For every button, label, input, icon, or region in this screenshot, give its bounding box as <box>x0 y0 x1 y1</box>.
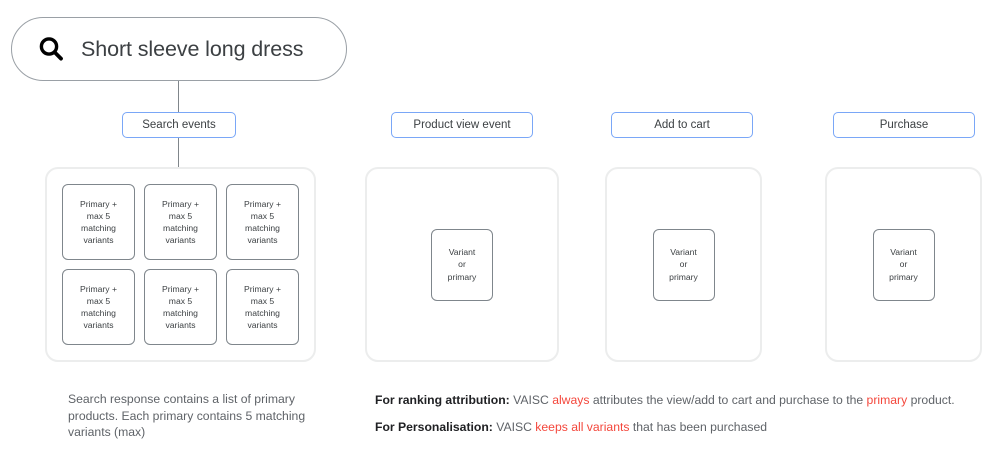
primary-card-line1: Primary + <box>243 198 281 209</box>
primary-card-line2: max 5 <box>168 210 193 221</box>
variant-card-line1: Variant <box>890 247 917 258</box>
primary-card-line4: variants <box>165 235 196 246</box>
primary-card: Primary + max 5 matching variants <box>62 184 135 260</box>
primary-card-line4: variants <box>83 235 114 246</box>
search-icon <box>36 34 66 64</box>
note-ranking-part1: VAISC <box>509 393 553 407</box>
primary-card: Primary + max 5 matching variants <box>144 269 217 345</box>
primary-card-line2: max 5 <box>250 210 275 221</box>
primary-card-grid: Primary + max 5 matching variants Primar… <box>47 169 314 360</box>
panel-search-events: Primary + max 5 matching variants Primar… <box>45 167 316 362</box>
primary-card: Primary + max 5 matching variants <box>226 269 299 345</box>
note-ranking-highlight-always: always <box>552 393 590 407</box>
primary-card-line4: variants <box>83 320 114 331</box>
primary-card-line3: matching <box>81 308 116 318</box>
variant-card-line3: primary <box>669 271 698 282</box>
variant-card-line2: or <box>458 259 466 270</box>
primary-card-line3: matching <box>81 223 116 233</box>
variant-card-line3: primary <box>447 271 477 282</box>
note-ranking-attribution: For ranking attribution: VAISC always at… <box>375 392 990 408</box>
primary-card: Primary + max 5 matching variants <box>226 184 299 260</box>
variant-card-line2: or <box>899 259 908 270</box>
note-personalisation: For Personalisation: VAISC keeps all var… <box>375 419 990 435</box>
primary-card-line3: matching <box>163 223 198 233</box>
search-query-text: Short sleeve long dress <box>81 36 304 61</box>
primary-card-line4: variants <box>247 235 278 246</box>
note-personalisation-label: For Personalisation: <box>375 420 493 434</box>
variant-card: Variant or primary <box>652 228 715 301</box>
primary-card: Primary + max 5 matching variants <box>62 269 135 345</box>
primary-card-line1: Primary + <box>161 283 199 294</box>
note-ranking-label: For ranking attribution: <box>375 393 510 407</box>
primary-card-line2: max 5 <box>86 210 111 221</box>
primary-card-line4: variants <box>247 320 278 331</box>
primary-card-line1: Primary + <box>161 198 199 209</box>
stage-label-purchase[interactable]: Purchase <box>833 112 975 138</box>
note-ranking-highlight-primary: primary <box>866 393 908 407</box>
primary-card-line4: variants <box>165 320 196 331</box>
stage-label-product-view-event[interactable]: Product view event <box>391 112 533 138</box>
caption-search-response: Search response contains a list of prima… <box>68 392 306 439</box>
variant-card-line1: Variant <box>670 247 697 258</box>
primary-card-line2: max 5 <box>250 295 275 306</box>
note-personalisation-part2: that has been purchased <box>629 420 768 434</box>
search-bar[interactable]: Short sleeve long dress <box>11 17 347 81</box>
notes-block: For ranking attribution: VAISC always at… <box>375 392 990 446</box>
primary-card-line2: max 5 <box>86 295 111 306</box>
note-personalisation-part1: VAISC <box>492 420 536 434</box>
primary-card-line2: max 5 <box>168 295 193 306</box>
primary-card-line1: Primary + <box>79 198 117 209</box>
primary-card-line3: matching <box>163 308 198 318</box>
panel-product-view-event: Variant or primary <box>365 167 559 362</box>
variant-card: Variant or primary <box>431 228 493 301</box>
note-personalisation-highlight: keeps all variants <box>535 420 630 434</box>
panel-add-to-cart: Variant or primary <box>605 167 762 362</box>
note-ranking-part3: product. <box>907 393 955 407</box>
stage-label-add-to-cart[interactable]: Add to cart <box>611 112 753 138</box>
primary-card-line3: matching <box>245 223 280 233</box>
primary-card-line3: matching <box>245 308 280 318</box>
primary-card-line1: Primary + <box>243 283 281 294</box>
note-ranking-part2: attributes the view/add to cart and purc… <box>589 393 867 407</box>
variant-card-line3: primary <box>889 271 918 282</box>
variant-card-line1: Variant <box>448 247 476 258</box>
variant-card: Variant or primary <box>872 228 935 301</box>
stage-label-search-events[interactable]: Search events <box>122 112 236 138</box>
variant-card-line2: or <box>679 259 688 270</box>
primary-card: Primary + max 5 matching variants <box>144 184 217 260</box>
primary-card-line1: Primary + <box>79 283 117 294</box>
panel-purchase: Variant or primary <box>825 167 982 362</box>
